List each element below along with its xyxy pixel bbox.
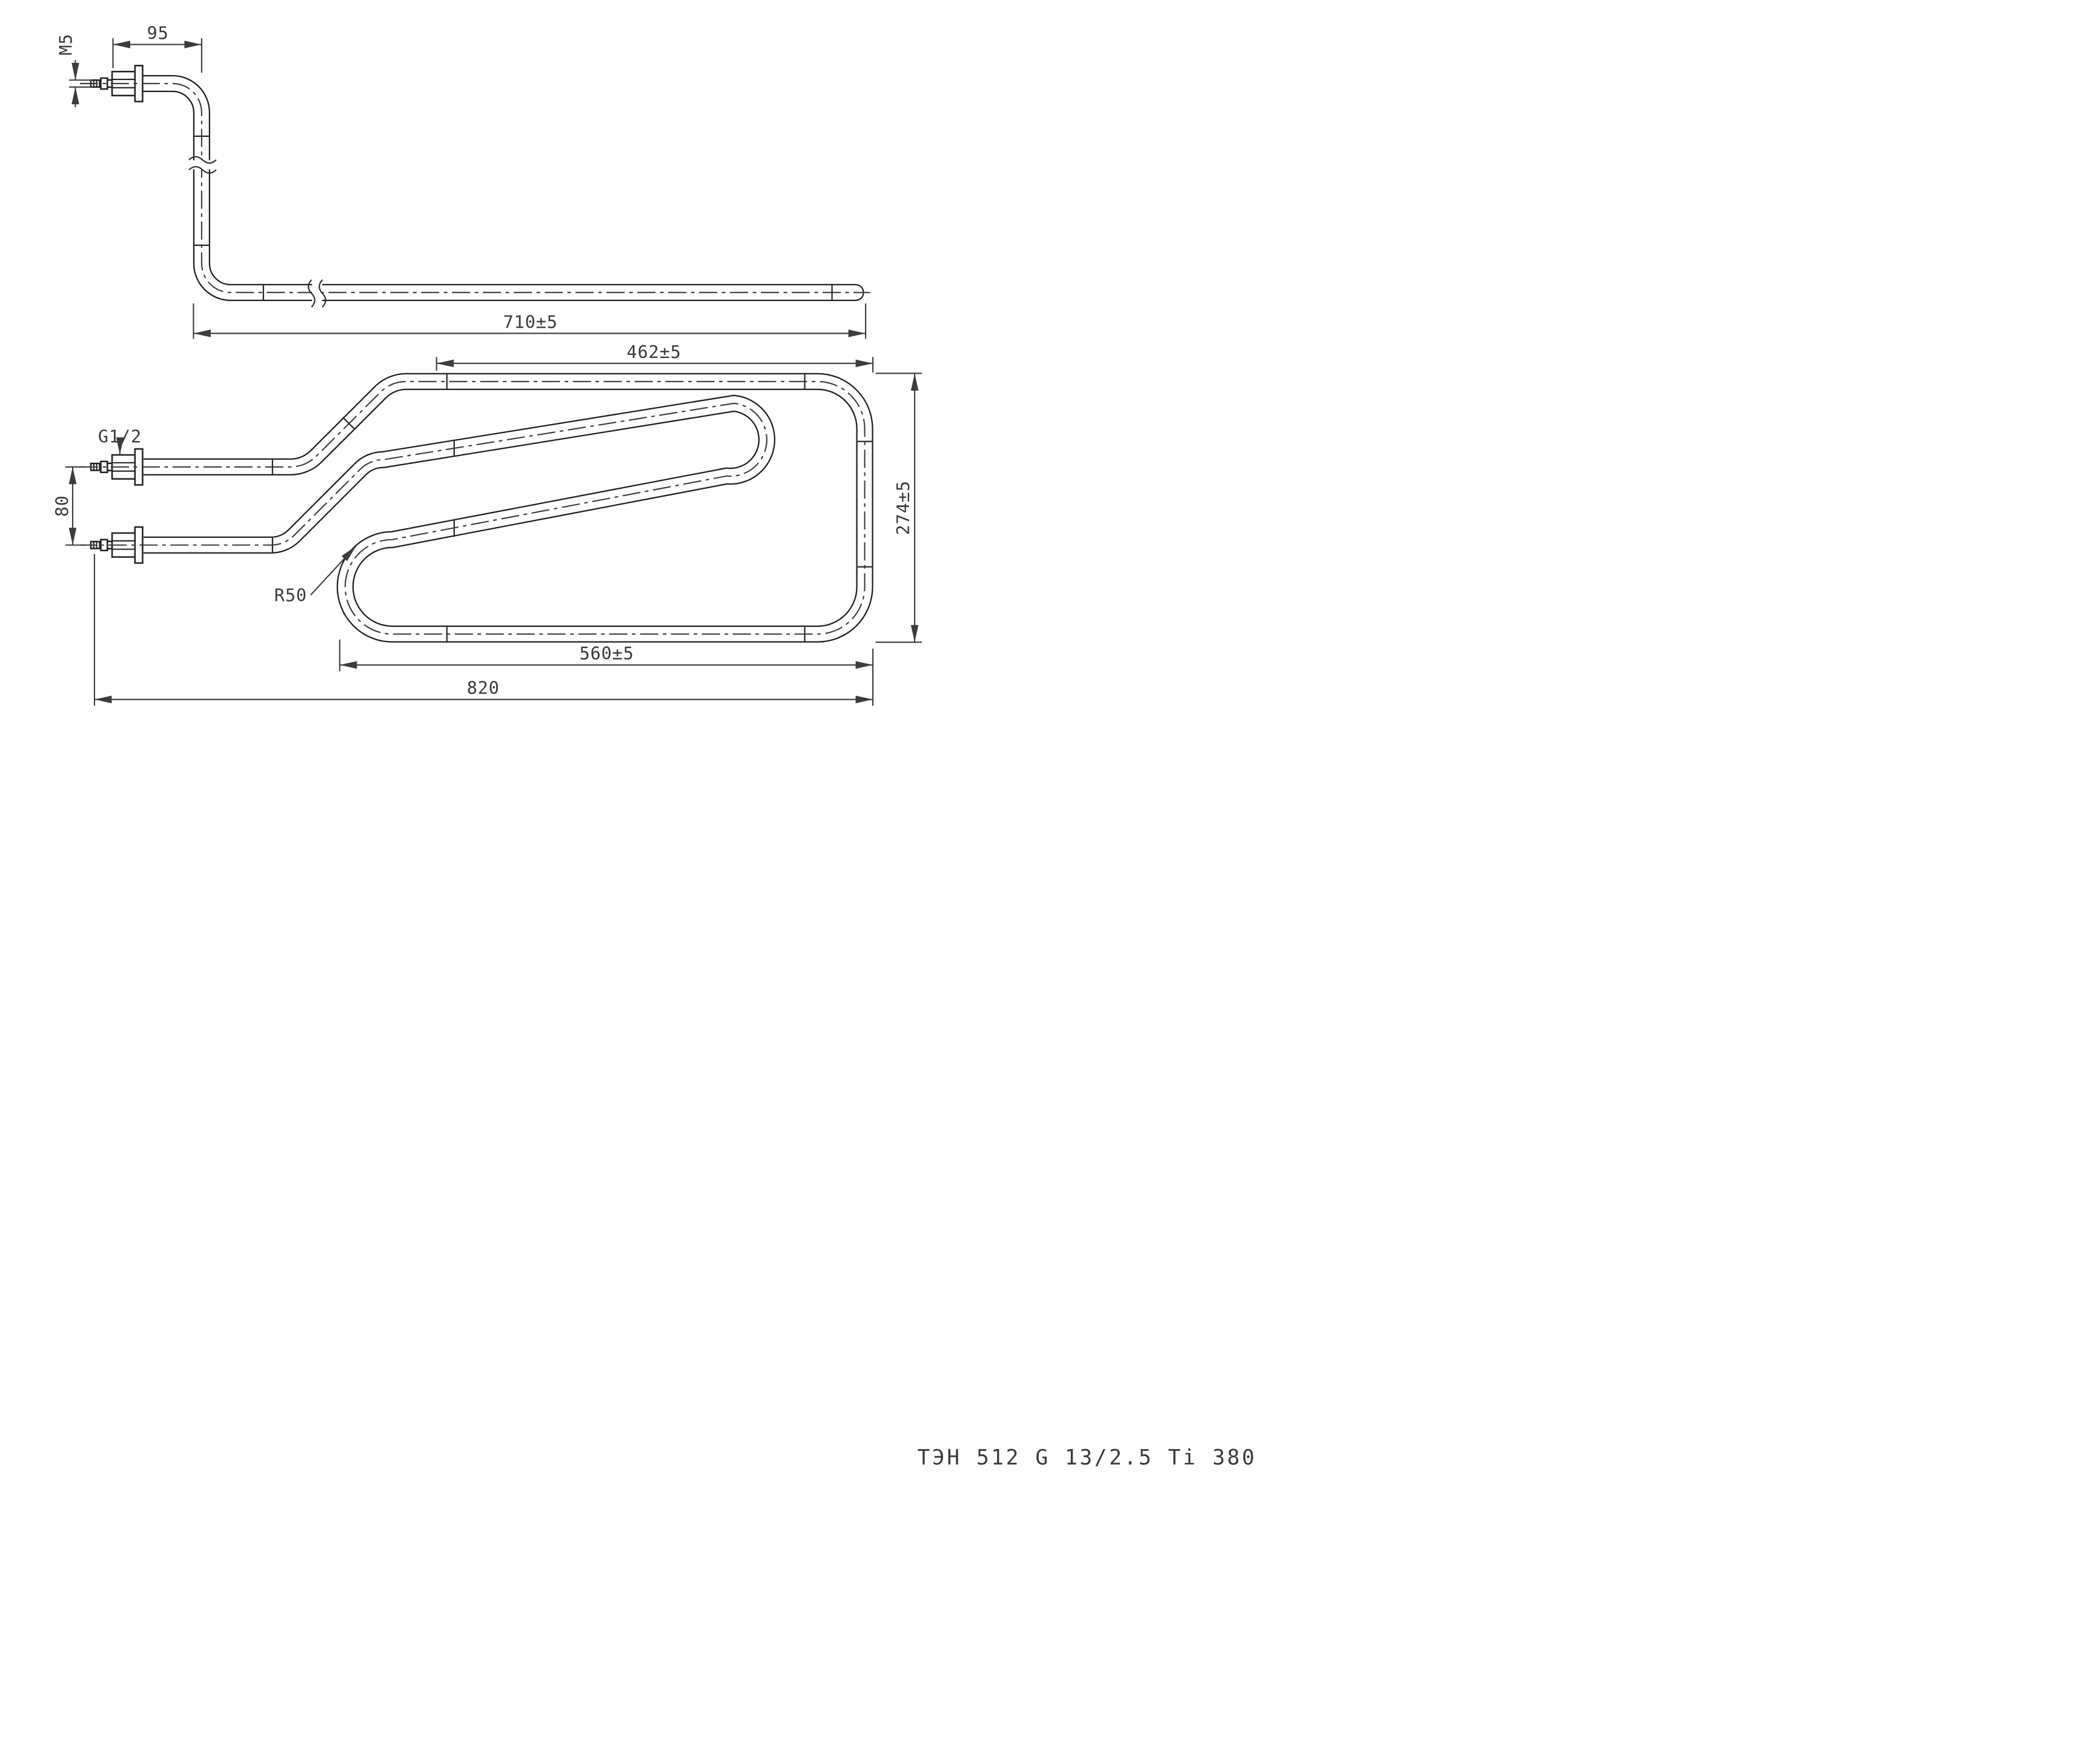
side-view [134,75,864,301]
dim-r50: R50 [274,545,357,606]
dim-710: 710±5 [193,303,867,339]
break-symbol-horizontal [308,279,326,308]
dim-m5-label: M5 [56,33,76,55]
drawing-title: ТЭН 512 G 13/2.5 Ti 380 [918,1445,1257,1470]
section-marks [193,135,873,643]
centerline-side-view [79,82,870,293]
dim-274-label: 274±5 [893,480,913,535]
dim-820: 820 [93,554,873,706]
dim-560: 560±5 [339,639,874,706]
dim-r50-label: R50 [274,586,307,606]
dim-820-label: 820 [467,678,500,698]
dim-g12: G1/2 [98,426,142,455]
dim-g12-label: G1/2 [98,426,142,446]
dim-462-label: 462±5 [627,342,681,362]
dim-274: 274±5 [875,373,922,643]
heating-tube-side-view [134,75,864,301]
dim-560-label: 560±5 [580,644,634,664]
centerline-plan-view [79,380,866,635]
break-symbol-vertical [188,156,217,174]
dim-95-label: 95 [147,23,169,43]
dim-80: 80 [52,466,85,546]
dim-m5: M5 [56,33,93,107]
dim-462: 462±5 [436,342,874,373]
dim-80-label: 80 [52,495,72,517]
plan-view [143,373,873,643]
dim-710-label: 710±5 [503,312,558,332]
dim-95: 95 [112,23,202,73]
